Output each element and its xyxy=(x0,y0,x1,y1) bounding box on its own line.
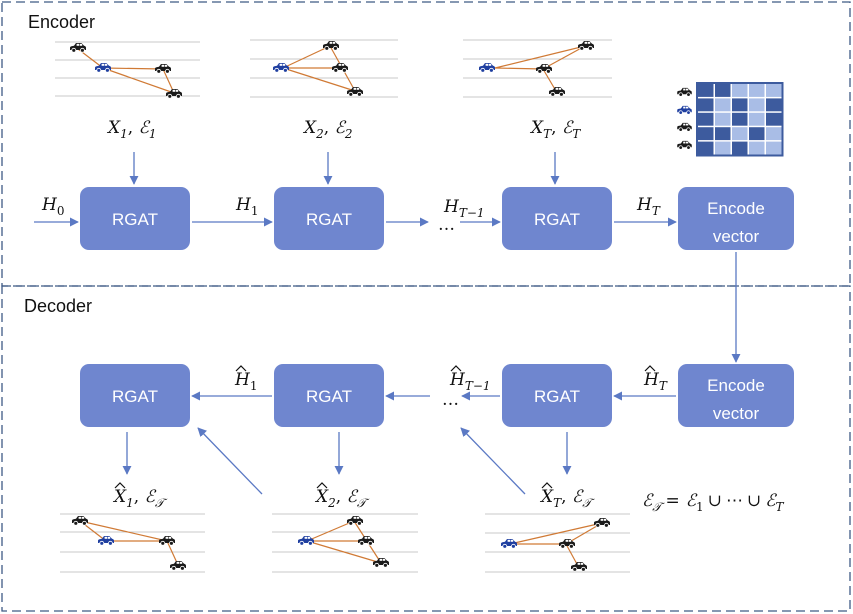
svg-text:Encode: Encode xyxy=(707,199,765,218)
matrix-cell xyxy=(766,141,782,155)
matrix-cell xyxy=(698,84,714,97)
car-icon xyxy=(593,517,611,528)
svg-text:RGAT: RGAT xyxy=(112,210,158,229)
decoder-section-border xyxy=(1,285,851,612)
traffic-scene-encoder-2 xyxy=(250,39,398,98)
car-icon xyxy=(548,86,566,97)
encoder-input-label-1: X1, ℰ1 xyxy=(106,118,157,141)
decoder-rgat-block-T: RGAT xyxy=(502,364,612,427)
matrix-cell xyxy=(749,141,765,155)
car-icon xyxy=(331,62,349,73)
matrix-cell xyxy=(749,112,765,126)
encoder-rgat-block-T: RGAT xyxy=(502,187,612,250)
matrix-cell xyxy=(749,98,765,112)
car-icon xyxy=(346,86,364,97)
matrix-cell xyxy=(732,127,748,141)
matrix-cell xyxy=(749,84,765,97)
matrix-cell xyxy=(698,141,714,155)
car-icon xyxy=(169,560,187,571)
adjacency-matrix-icon xyxy=(676,82,784,157)
ego-car-icon xyxy=(297,535,315,546)
decoder-output-label-2: X2, ℰ𝒯 xyxy=(314,482,370,510)
svg-text:HT−1: HT−1 xyxy=(449,370,491,393)
matrix-border xyxy=(696,82,784,157)
car-icon xyxy=(346,515,364,526)
decoder-ellipsis: … xyxy=(442,390,459,410)
traffic-scene-decoder-1 xyxy=(60,513,205,573)
car-icon xyxy=(577,40,595,51)
decoded-hidden-H1: H1 xyxy=(234,365,257,393)
ego-car-icon xyxy=(478,62,496,73)
car-icon xyxy=(71,515,89,526)
svg-text:X1, ℰ𝒯: X1, ℰ𝒯 xyxy=(112,487,168,510)
svg-text:H1: H1 xyxy=(234,370,257,393)
matrix-cell xyxy=(715,98,731,112)
matrix-cell xyxy=(698,98,714,112)
hidden-state-H1: H1 xyxy=(235,195,258,218)
matrix-cell xyxy=(766,112,782,126)
car-icon xyxy=(570,561,588,572)
decoded-hidden-HT-1: HT−1 xyxy=(449,365,491,393)
matrix-cell xyxy=(732,112,748,126)
matrix-cell xyxy=(766,98,782,112)
car-icon xyxy=(154,63,172,74)
svg-text:RGAT: RGAT xyxy=(112,387,158,406)
svg-text:XT, ℰ𝒯: XT, ℰ𝒯 xyxy=(539,487,595,510)
traffic-scene-decoder-T xyxy=(485,513,630,573)
matrix-cell xyxy=(715,127,731,141)
matrix-cell xyxy=(715,112,731,126)
encoder-rgat-block-2: RGAT xyxy=(274,187,384,250)
decoder-output-label-1: X1, ℰ𝒯 xyxy=(112,482,168,510)
svg-text:HT: HT xyxy=(643,370,668,393)
car-icon xyxy=(158,535,176,546)
svg-text:RGAT: RGAT xyxy=(306,210,352,229)
matrix-cell xyxy=(766,127,782,141)
encoder-input-label-T: XT, ℰT xyxy=(529,118,581,141)
matrix-cell xyxy=(715,84,731,97)
svg-text:vector: vector xyxy=(713,227,760,246)
decoder-encode-vector-block: Encode vector xyxy=(678,364,794,427)
svg-text:X1, ℰ1: X1, ℰ1 xyxy=(106,118,157,141)
decoder-rgat-block-2: RGAT xyxy=(274,364,384,427)
encoder-label: Encoder xyxy=(28,12,95,32)
decoder-output-label-T: XT, ℰ𝒯 xyxy=(539,482,595,510)
encoder-ellipsis: … xyxy=(438,215,455,235)
matrix-cell xyxy=(732,141,748,155)
matrix-cell xyxy=(749,127,765,141)
matrix-cell xyxy=(732,84,748,97)
matrix-cell xyxy=(698,112,714,126)
graph-union-formula: ℰ𝒯=ℰ1∪⋯∪ℰT xyxy=(642,491,784,514)
matrix-cell xyxy=(698,127,714,141)
traffic-scene-decoder-2 xyxy=(272,513,418,573)
matrix-cell xyxy=(715,141,731,155)
ego-car-icon xyxy=(500,538,518,549)
matrix-cell xyxy=(732,98,748,112)
hidden-state-HT-1: HT−1 xyxy=(443,197,485,220)
traffic-scene-encoder-1 xyxy=(55,41,200,99)
car-icon xyxy=(69,42,87,53)
ego-car-icon xyxy=(272,62,290,73)
decoded-hidden-HT: HT xyxy=(643,365,668,393)
decoder-rgat-block-1: RGAT xyxy=(80,364,190,427)
hidden-state-HT: HT xyxy=(636,195,661,218)
svg-text:Encode: Encode xyxy=(707,376,765,395)
svg-text:RGAT: RGAT xyxy=(534,387,580,406)
hidden-state-H0: H0 xyxy=(41,195,64,218)
svg-text:RGAT: RGAT xyxy=(306,387,352,406)
traffic-scene-encoder-T xyxy=(463,39,612,98)
svg-text:X2, ℰ𝒯: X2, ℰ𝒯 xyxy=(314,487,370,510)
car-icon xyxy=(357,535,375,546)
encoder-input-label-2: X2, ℰ2 xyxy=(302,118,353,141)
car-icon xyxy=(372,557,390,568)
encoder-rgat-block-1: RGAT xyxy=(80,187,190,250)
matrix-cell xyxy=(766,84,782,97)
svg-text:RGAT: RGAT xyxy=(534,210,580,229)
svg-text:XT, ℰT: XT, ℰT xyxy=(529,118,581,141)
decoder-label: Decoder xyxy=(24,296,92,316)
encoder-encode-vector-block: Encode vector xyxy=(678,187,794,250)
svg-text:vector: vector xyxy=(713,404,760,423)
svg-text:X2, ℰ2: X2, ℰ2 xyxy=(302,118,353,141)
